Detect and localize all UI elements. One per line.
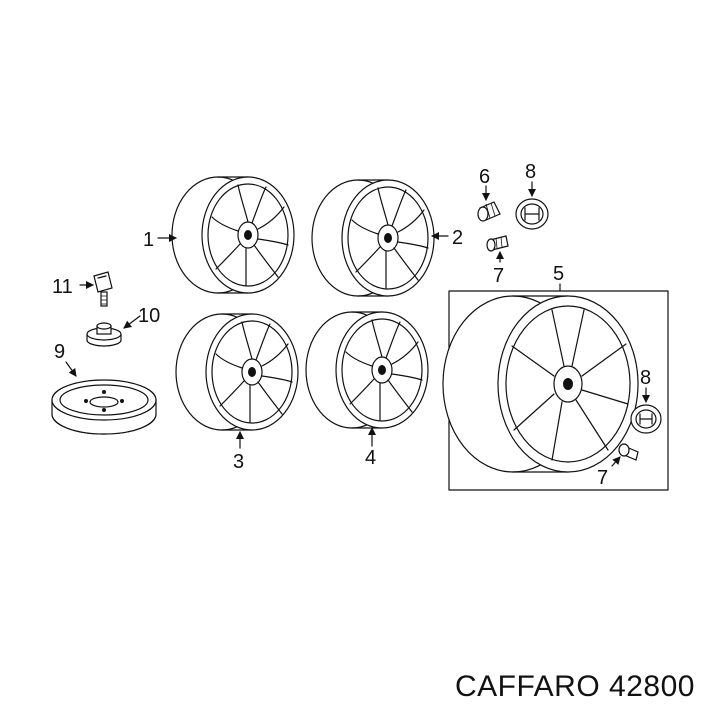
callout-8: 8 — [525, 161, 536, 183]
callout-9: 9 — [54, 341, 65, 363]
callout-7: 7 — [493, 265, 504, 287]
wheel-4 — [305, 311, 429, 429]
callout-8-box: 8 — [640, 367, 651, 389]
callout-6: 6 — [479, 166, 490, 188]
wheel-2 — [311, 179, 435, 297]
center-cap-8 — [515, 198, 549, 230]
callout-5: 5 — [553, 263, 564, 285]
footer-part-number: CAFFARO 42800 — [455, 670, 695, 703]
center-cap-8-box — [630, 404, 662, 434]
callout-10: 10 — [138, 305, 160, 327]
wheel-5 — [442, 295, 639, 473]
wheel-1 — [171, 176, 295, 294]
tpms-sensor-11 — [93, 271, 113, 307]
callout-2: 2 — [452, 227, 463, 249]
callout-3: 3 — [233, 451, 244, 473]
lug-nut-6 — [477, 201, 501, 222]
callout-4: 4 — [365, 447, 376, 469]
spare-wheel-9 — [51, 379, 157, 435]
wheel-3 — [175, 313, 299, 431]
callout-11: 11 — [52, 276, 73, 298]
callout-1: 1 — [143, 229, 154, 251]
lug-nut-7-box — [618, 443, 639, 461]
nut-10 — [86, 322, 122, 347]
callout-7-box: 7 — [597, 467, 608, 489]
lug-nut-7 — [486, 235, 509, 252]
